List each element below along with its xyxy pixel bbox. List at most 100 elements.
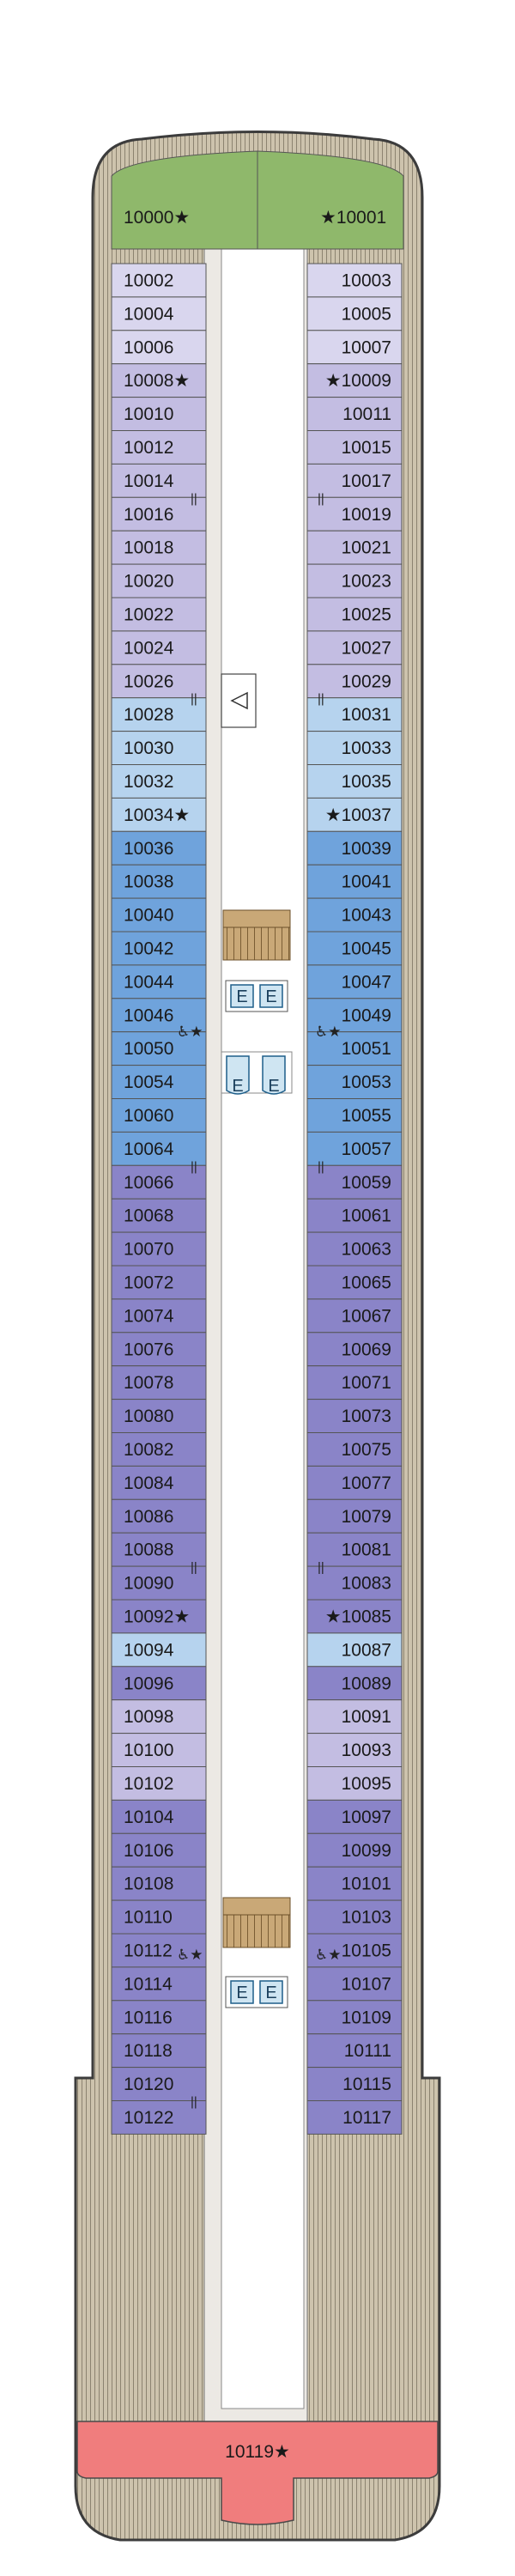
cabin-10025[interactable] <box>306 597 403 632</box>
cabin-10085[interactable] <box>306 1599 403 1634</box>
cabin-10053[interactable] <box>306 1065 403 1099</box>
cabin-10069[interactable] <box>306 1332 403 1367</box>
cabin-10028[interactable] <box>111 697 207 732</box>
cabin-10093[interactable] <box>306 1733 403 1767</box>
cabin-10036[interactable] <box>111 830 207 866</box>
cabin-10066[interactable] <box>111 1164 207 1200</box>
cabin-label: 10120 <box>124 2075 173 2094</box>
cabin-10006[interactable] <box>111 330 207 365</box>
elevator-icon <box>230 984 254 1008</box>
cabin-10118[interactable] <box>111 2033 207 2069</box>
cabin-10011[interactable] <box>306 397 403 432</box>
cabin-10012[interactable] <box>111 430 207 465</box>
cabin-label: 10090 <box>124 1574 173 1594</box>
cabin-10100[interactable] <box>111 1733 207 1767</box>
cabin-10114[interactable] <box>111 1966 207 2002</box>
cabin-10010[interactable] <box>111 397 207 432</box>
cabin-10116[interactable] <box>111 2000 207 2035</box>
cabin-10107[interactable] <box>306 1966 403 2002</box>
cabin-10091[interactable] <box>306 1699 403 1735</box>
cabin-10045[interactable] <box>306 931 403 966</box>
forward-suite-starboard[interactable] <box>257 150 404 250</box>
cabin-10020[interactable] <box>111 563 207 598</box>
cabin-10037[interactable] <box>306 797 403 832</box>
cabin-10105[interactable] <box>306 1933 403 1968</box>
cabin-10108[interactable] <box>111 1866 207 1901</box>
cabin-10102[interactable] <box>111 1766 207 1801</box>
cabin-10081[interactable] <box>306 1532 403 1567</box>
cabin-10015[interactable] <box>306 430 403 465</box>
cabin-10014[interactable] <box>111 463 207 498</box>
cabin-10022[interactable] <box>111 597 207 632</box>
cabin-10042[interactable] <box>111 931 207 966</box>
cabin-10087[interactable] <box>306 1632 403 1668</box>
cabin-10023[interactable] <box>306 563 403 598</box>
cabin-10032[interactable] <box>111 764 207 799</box>
cabin-10111[interactable] <box>306 2033 403 2069</box>
cabin-10104[interactable] <box>111 1799 207 1834</box>
cabin-10031[interactable] <box>306 697 403 732</box>
cabin-10021[interactable] <box>306 530 403 565</box>
forward-suite-port[interactable] <box>111 150 258 250</box>
cabin-10086[interactable] <box>111 1498 207 1534</box>
cabin-10082[interactable] <box>111 1432 207 1467</box>
cabin-10007[interactable] <box>306 330 403 365</box>
cabin-10070[interactable] <box>111 1231 207 1267</box>
cabin-10076[interactable] <box>111 1332 207 1367</box>
cabin-10092[interactable] <box>111 1599 207 1634</box>
cabin-10043[interactable] <box>306 897 403 933</box>
cabin-10033[interactable] <box>306 731 403 765</box>
cabin-10099[interactable] <box>306 1832 403 1868</box>
cabin-10075[interactable] <box>306 1432 403 1467</box>
cabin-10005[interactable] <box>306 296 403 331</box>
cabin-10038[interactable] <box>111 864 207 899</box>
cabin-10120[interactable] <box>111 2067 207 2102</box>
cabin-10051[interactable] <box>306 1031 403 1066</box>
cabin-10067[interactable] <box>306 1298 403 1334</box>
cabin-10095[interactable] <box>306 1766 403 1801</box>
cabin-10030[interactable] <box>111 731 207 765</box>
cabin-10071[interactable] <box>306 1365 403 1400</box>
cabin-10074[interactable] <box>111 1298 207 1334</box>
cabin-10057[interactable] <box>306 1131 403 1166</box>
cabin-label: 10111 <box>344 2041 391 2061</box>
cabin-10026[interactable] <box>111 664 207 699</box>
connecting-door-icon: || <box>318 1159 324 1174</box>
cabin-10094[interactable] <box>111 1632 207 1668</box>
cabin-10115[interactable] <box>306 2067 403 2102</box>
cabin-10083[interactable] <box>306 1565 403 1601</box>
cabin-10055[interactable] <box>306 1098 403 1133</box>
aft-suite[interactable] <box>76 2421 439 2525</box>
cabin-10096[interactable] <box>111 1666 207 1701</box>
cabin-10072[interactable] <box>111 1265 207 1300</box>
cabin-10016[interactable] <box>111 496 207 532</box>
cabin-10004[interactable] <box>111 296 207 331</box>
cabin-10112[interactable] <box>111 1933 207 1968</box>
cabin-10059[interactable] <box>306 1164 403 1200</box>
cabin-label: 10029 <box>342 671 391 691</box>
cabin-10078[interactable] <box>111 1365 207 1400</box>
cabin-10079[interactable] <box>306 1498 403 1534</box>
connecting-door-icon: || <box>318 491 324 506</box>
cabin-10061[interactable] <box>306 1198 403 1233</box>
cabin-10047[interactable] <box>306 964 403 999</box>
cabin-10089[interactable] <box>306 1666 403 1701</box>
cabin-10027[interactable] <box>306 630 403 665</box>
cabin-10122[interactable] <box>111 2100 207 2135</box>
cabin-10039[interactable] <box>306 830 403 866</box>
cabin-10034[interactable] <box>111 797 207 832</box>
cabin-10117[interactable] <box>306 2100 403 2135</box>
cabin-10088[interactable] <box>111 1532 207 1567</box>
cabin-10046[interactable] <box>111 998 207 1033</box>
cabin-10077[interactable] <box>306 1465 403 1500</box>
cabin-10009[interactable] <box>306 363 403 398</box>
cabin-10103[interactable] <box>306 1899 403 1935</box>
accessible-icon: ♿★ <box>315 1024 341 1040</box>
cabin-10029[interactable] <box>306 664 403 699</box>
cabin-10064[interactable] <box>111 1131 207 1166</box>
cabin-10049[interactable] <box>306 998 403 1033</box>
cabin-10019[interactable] <box>306 496 403 532</box>
cabin-10024[interactable] <box>111 630 207 665</box>
cabin-10008[interactable] <box>111 363 207 398</box>
cabin-10084[interactable] <box>111 1465 207 1500</box>
